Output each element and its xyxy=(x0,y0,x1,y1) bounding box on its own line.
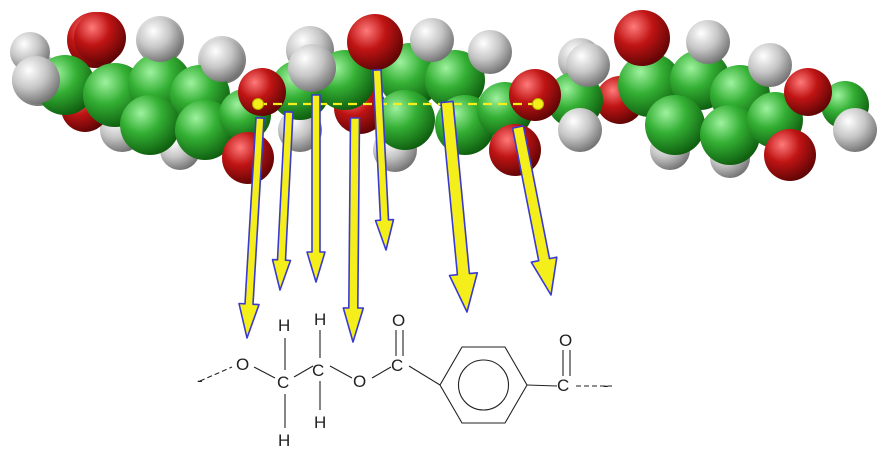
structural-formula xyxy=(199,330,612,428)
repeat-start-dot xyxy=(252,98,264,110)
carbon-atom xyxy=(425,50,485,110)
right-bond-mark: - xyxy=(603,376,609,395)
carbon-atom xyxy=(375,90,435,150)
arrow-to-benzene-ring xyxy=(440,100,479,313)
atom-c1-h-bottom: H xyxy=(278,431,290,450)
arrow-to-o1 xyxy=(238,117,265,339)
bond-c2-o2 xyxy=(329,365,353,379)
oxygen-atom xyxy=(764,129,816,181)
oxygen-atom xyxy=(347,14,403,70)
atom-c2-h-top: H xyxy=(314,310,326,329)
arrow-to-carbonyl xyxy=(511,125,558,296)
hydrogen-atom xyxy=(468,30,512,74)
formula-atom-labels: - O C H H C H H O C O C O - xyxy=(197,310,609,450)
arrow-to-o2 xyxy=(342,117,365,343)
hydrogen-atom xyxy=(833,108,877,152)
hydrogen-atom xyxy=(288,44,336,92)
oxygen-atom xyxy=(614,10,670,66)
atom-c1: C xyxy=(277,373,289,392)
oxygen-atom xyxy=(509,69,561,121)
bond-c1-c2 xyxy=(293,365,314,378)
left-chain-bond xyxy=(199,366,233,382)
atom-c2-h-bottom: H xyxy=(314,413,326,432)
hydrogen-atom xyxy=(566,43,610,87)
benzene-ring-inner-circle xyxy=(457,359,510,411)
atom-c4: C xyxy=(557,376,569,395)
atom-o3: O xyxy=(392,311,405,330)
mapping-arrows xyxy=(238,69,558,343)
hydrogen-atom xyxy=(12,56,60,104)
bond-c3-ring xyxy=(408,365,441,386)
atom-o4: O xyxy=(559,331,572,350)
carbon-atom xyxy=(645,95,705,155)
hydrogen-atom xyxy=(748,43,792,87)
hydrogen-atom xyxy=(558,108,602,152)
oxygen-atom xyxy=(238,68,286,116)
bond-o2-c3 xyxy=(371,366,392,379)
benzene-ring-icon xyxy=(439,346,528,424)
hydrogen-atom xyxy=(410,18,454,62)
atoms-front-layer xyxy=(12,10,877,152)
hydrogen-atom xyxy=(686,20,730,64)
space-filling-molecule-icon xyxy=(10,10,877,184)
oxygen-atom xyxy=(784,68,832,116)
left-bond-mark: - xyxy=(197,371,203,390)
atom-o2: O xyxy=(353,372,366,391)
atom-c1-h-top: H xyxy=(278,316,290,335)
arrow-to-c1-h-top xyxy=(271,111,294,291)
repeat-unit-marker xyxy=(252,98,544,110)
oxygen-atom xyxy=(74,12,126,64)
repeat-end-dot xyxy=(532,98,544,110)
bond-o1-c1 xyxy=(253,366,276,379)
arrow-to-c3 xyxy=(372,69,395,251)
carbon-atom xyxy=(700,105,760,165)
atom-c2: C xyxy=(312,361,324,380)
arrow-to-c2 xyxy=(306,94,326,283)
carbon-atom xyxy=(120,95,180,155)
atom-o1: O xyxy=(236,355,249,374)
atom-c3: C xyxy=(391,356,403,375)
oxygen-atom xyxy=(222,132,274,184)
hydrogen-atom xyxy=(138,18,182,62)
hydrogen-atom xyxy=(200,38,244,82)
bond-ring-c4 xyxy=(526,384,558,387)
